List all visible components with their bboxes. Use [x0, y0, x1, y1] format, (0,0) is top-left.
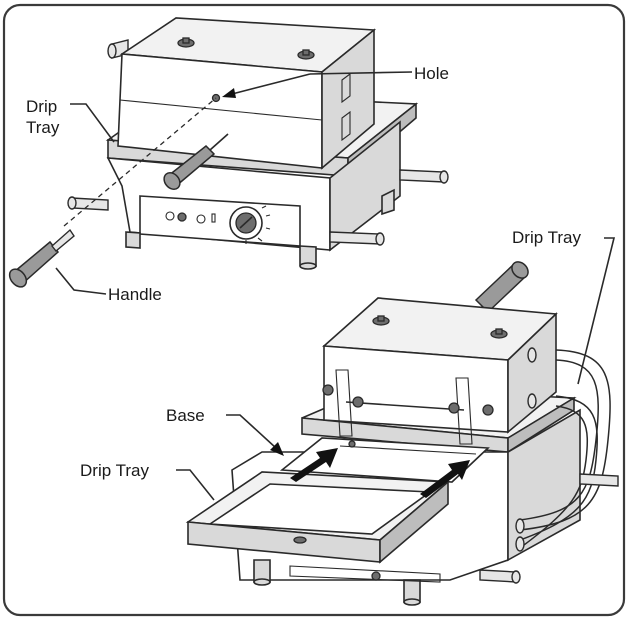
label-drip-tray-right: Drip Tray — [512, 228, 581, 247]
tube-outer — [519, 349, 611, 531]
label-base-group: Base — [166, 406, 284, 456]
top-unit — [67, 17, 449, 270]
insert-arrow-right — [420, 460, 470, 498]
handle-guide-line — [63, 97, 217, 227]
label-hole: Hole — [414, 64, 449, 83]
label-hole-group: Hole — [222, 64, 449, 98]
bottom-cover-front — [323, 345, 509, 433]
label-base: Base — [166, 406, 205, 425]
bottom-unit — [185, 261, 619, 606]
label-handle-group: Handle — [55, 267, 162, 304]
label-drip-tray-bottom-group: Drip Tray — [80, 461, 215, 501]
handle-hole — [211, 93, 221, 103]
label-drip-tray-right-group: Drip Tray — [512, 228, 616, 385]
loose-handle — [8, 228, 75, 288]
top-rod-right — [399, 169, 445, 183]
label-drip-tray-top-line1: Drip — [26, 97, 57, 116]
label-drip-tray-bottom: Drip Tray — [80, 461, 149, 480]
label-drip-tray-top-line2: Tray — [26, 118, 60, 137]
top-rod-left — [71, 197, 109, 211]
label-drip-tray-top-group: Drip Tray — [26, 97, 115, 143]
label-handle: Handle — [108, 285, 162, 304]
insert-arrow-left — [290, 448, 338, 482]
